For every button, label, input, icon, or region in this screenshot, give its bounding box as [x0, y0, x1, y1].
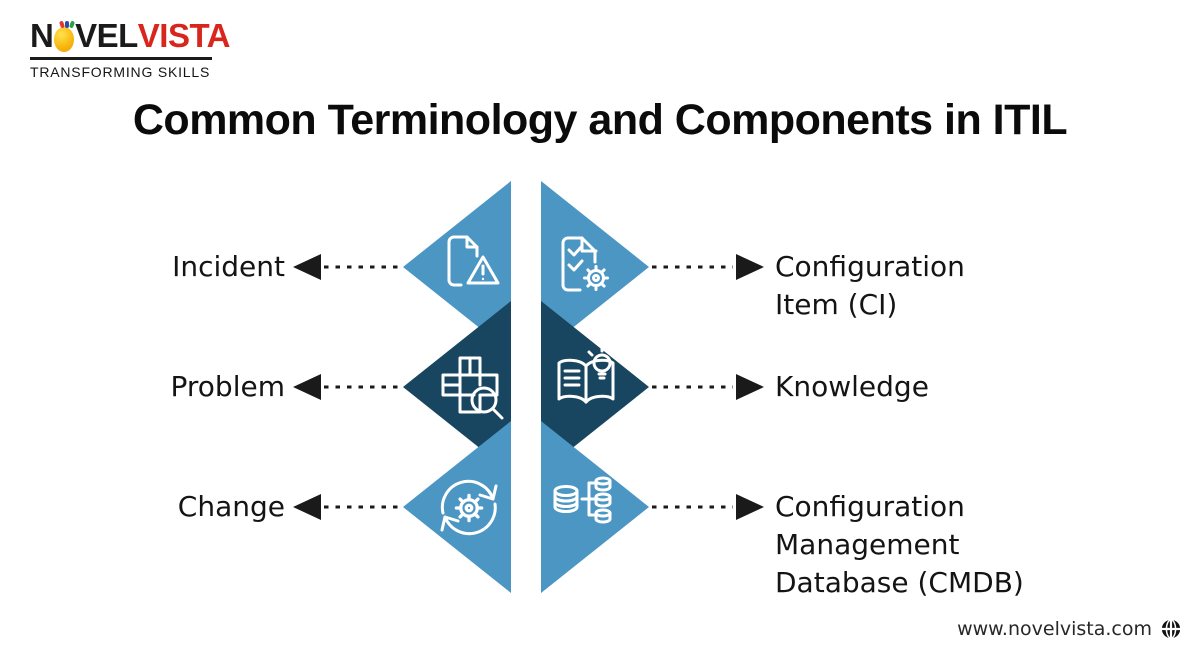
arrow-configuration-item — [652, 254, 764, 280]
arrow-change — [293, 494, 401, 520]
document-warning-icon — [447, 235, 500, 287]
triangle-problem — [403, 301, 511, 473]
globe-icon — [1160, 618, 1182, 640]
logo-wordmark: N VEL VISTA — [30, 17, 231, 54]
label-change: Change — [177, 490, 285, 523]
logo-text-vista: VISTA — [137, 17, 231, 54]
page-title: Common Terminology and Components in ITI… — [132, 96, 1068, 144]
label-line: Database (CMDB) — [775, 566, 1024, 599]
arrow-incident — [293, 254, 401, 280]
label-line: Item (CI) — [775, 288, 898, 321]
arrow-cmdb — [652, 494, 764, 520]
label-line: Knowledge — [775, 370, 929, 403]
lightbulb-logo-icon — [54, 20, 76, 52]
logo-text-vel: VEL — [75, 17, 138, 54]
arrow-knowledge — [652, 374, 764, 400]
label-knowledge: Knowledge — [775, 368, 929, 406]
logo-text-n: N — [30, 17, 54, 54]
book-lightbulb-icon — [557, 345, 617, 404]
grid-magnifier-icon — [441, 356, 504, 420]
website-url: www.novelvista.com — [957, 618, 1152, 640]
triangle-knowledge — [541, 301, 649, 473]
novelvista-logo: N VEL VISTA TRANSFORMING SKILLS — [30, 17, 231, 80]
footer: www.novelvista.com — [957, 618, 1182, 640]
label-line: Configuration — [775, 250, 965, 283]
checklist-gear-icon — [561, 236, 609, 292]
arrow-problem — [293, 374, 401, 400]
label-problem: Problem — [170, 370, 285, 403]
logo-divider — [30, 57, 212, 60]
label-cmdb: Configuration Management Database (CMDB) — [775, 488, 1024, 602]
label-line: Management — [775, 528, 960, 561]
triangle-cmdb — [541, 421, 649, 593]
database-tree-icon — [553, 476, 612, 524]
bulb-stripe-blue — [65, 20, 70, 28]
label-line: Configuration — [775, 490, 965, 523]
cycle-gear-icon — [440, 479, 498, 536]
label-configuration-item: Configuration Item (CI) — [775, 248, 965, 324]
label-incident: Incident — [172, 250, 285, 283]
triangle-incident — [403, 181, 511, 353]
logo-tagline: TRANSFORMING SKILLS — [30, 64, 211, 80]
